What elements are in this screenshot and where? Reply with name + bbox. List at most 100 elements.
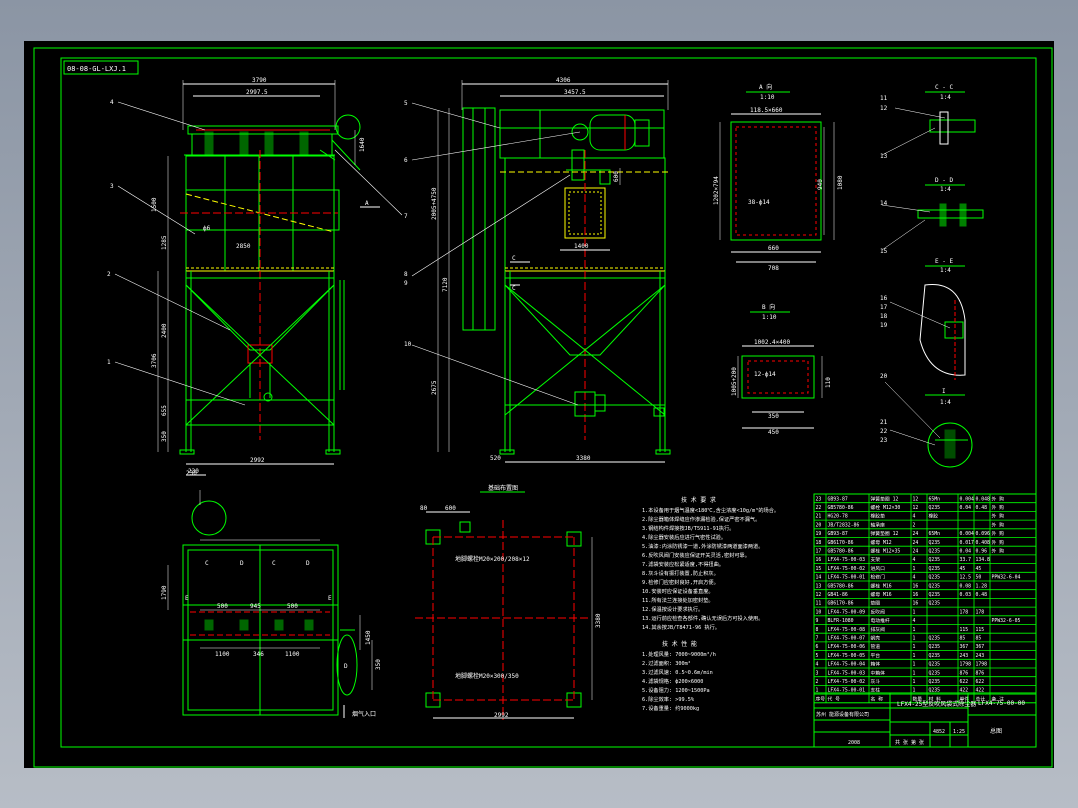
bom-cell: 14 bbox=[816, 575, 822, 581]
bom-cell: 电动推杆 bbox=[871, 617, 890, 624]
side-section-c-top: C bbox=[512, 255, 516, 262]
view-b-dim-top: 1002.4×400 bbox=[754, 339, 791, 346]
bom-cell: HG20-78 bbox=[828, 514, 848, 520]
tech-req-9: 9.检修门应密封良好,开启方便。 bbox=[642, 578, 719, 586]
bom-cell: LFX4-75-00-01 bbox=[828, 688, 866, 694]
tech-req-5: 5.油漆:内涂防锈漆一道,外涂防锈漆两道面漆两道。 bbox=[642, 542, 763, 550]
view-b-holes: 12-ф14 bbox=[754, 371, 776, 378]
callout-20: 20 bbox=[880, 373, 888, 380]
bom-cell: 外 购 bbox=[992, 495, 1005, 502]
tech-req-8: 8.灰斗设有振打装置,防止积灰。 bbox=[642, 569, 719, 577]
plan-dim-500b: 500 bbox=[287, 603, 298, 610]
bom-cell: 16 bbox=[913, 592, 919, 598]
bom-cell: 0.017 bbox=[960, 540, 975, 546]
bom-cell: 灰斗 bbox=[871, 678, 881, 685]
outer-frame bbox=[33, 47, 1053, 768]
bom-cell: Q235 bbox=[929, 575, 941, 581]
tech-req-14: 14.其余按JB/T8471-96 执行。 bbox=[642, 623, 720, 631]
section-labels: C - C 1:4 11 12 13 D - D 1:4 14 15 E - E… bbox=[880, 84, 953, 444]
front-dim-width-total: 3790 bbox=[252, 77, 267, 84]
front-view bbox=[114, 80, 403, 476]
side-callout-10: 10 bbox=[404, 341, 412, 348]
bom-cell: 8 bbox=[816, 627, 819, 633]
bom-cell: LFX4-75-00-02 bbox=[828, 679, 866, 685]
detail-i-scale: 1:4 bbox=[940, 399, 951, 406]
tech-req-title: 技 术 要 求 bbox=[681, 496, 716, 504]
tech-param-title: 技 术 性 能 bbox=[662, 640, 697, 648]
bom-cell: 13 bbox=[816, 583, 822, 589]
bom-cell: 0.48 bbox=[976, 592, 988, 598]
bom-cell: 50 bbox=[976, 575, 982, 581]
foundation-dim-80: 80 bbox=[420, 505, 428, 512]
bom-cell: 橡胶垫 bbox=[871, 513, 886, 520]
bom-cell: 检修门 bbox=[871, 574, 886, 581]
bom-cell: 11 bbox=[816, 601, 822, 607]
bom-cell: 1 bbox=[913, 662, 916, 668]
bom-cell: 4 bbox=[913, 557, 916, 563]
code-tag-box bbox=[63, 60, 139, 75]
bom-header-cell: 单件 bbox=[960, 695, 970, 702]
callout-23: 23 bbox=[880, 437, 888, 444]
bom-cell: 17 bbox=[816, 549, 822, 555]
bom-cell: Q235 bbox=[929, 549, 941, 555]
bom-cell: 平台 bbox=[871, 652, 881, 659]
bom-cell: 0.004 bbox=[960, 496, 975, 502]
bom-cell: PPW32-6-05 bbox=[992, 618, 1021, 624]
bom-header-cell: 序号 bbox=[816, 695, 826, 702]
bom-cell: 螺母 M16 bbox=[871, 591, 892, 598]
bom-cell: 轴承座 bbox=[871, 521, 886, 528]
bom-cell: 螺栓 M16 bbox=[871, 582, 892, 589]
view-b-labels: B 向 1:10 1002.4×400 1005+200 110 350 450… bbox=[731, 303, 832, 436]
view-a-dim-bottom-outer: 708 bbox=[768, 265, 779, 272]
plan-label-d2: D bbox=[306, 560, 310, 567]
front-dim-height-hopper: 2400 bbox=[161, 323, 168, 338]
bom-cell: LFX4-75-00-03 bbox=[828, 557, 866, 563]
bom-cell: 4 bbox=[816, 662, 819, 668]
front-dim-height-small: 655 bbox=[161, 405, 168, 416]
plan-label-d-tag: D bbox=[344, 663, 348, 670]
drawing-title-right: 总图 bbox=[990, 727, 1002, 735]
bom-cell: Q235 bbox=[929, 566, 941, 572]
title-block bbox=[813, 692, 1037, 748]
bom-cell: 4 bbox=[913, 514, 916, 520]
bom-cell: LFX4-75-00-09 bbox=[828, 609, 866, 615]
plan-dim-inner2: 350 bbox=[375, 659, 382, 670]
view-a-dim-bottom-inner: 660 bbox=[768, 245, 779, 252]
bom-cell: 23 bbox=[816, 496, 822, 502]
bom-cell: 115 bbox=[960, 627, 969, 633]
bom-cell: Q235 bbox=[929, 688, 941, 694]
view-b-dim-bottom-inner: 350 bbox=[768, 413, 779, 420]
bom-cell: GB6170-86 bbox=[828, 601, 854, 607]
side-dim-height-lower: 2675 bbox=[431, 380, 438, 395]
front-dim-height-base: 350 bbox=[161, 431, 168, 442]
bom-cell: 24 bbox=[913, 540, 919, 546]
bom-cell: 367 bbox=[960, 644, 969, 650]
bom-cell: 876 bbox=[960, 670, 969, 676]
side-dim-width-total: 4306 bbox=[556, 77, 571, 84]
bom-header-cell: 总计 bbox=[976, 695, 986, 702]
bom-cell: 支柱 bbox=[871, 687, 881, 694]
foundation-height: 3380 bbox=[595, 613, 602, 628]
view-b-title: B 向 bbox=[762, 303, 775, 311]
bom-cell: 弹簧垫圈 12 bbox=[871, 495, 899, 502]
bom-cell: 4 bbox=[913, 575, 916, 581]
front-dim-vert: 1500 bbox=[151, 197, 158, 212]
tech-req-2: 2.除尘器箱体焊缝应作渗漏检验,保证严密不漏气。 bbox=[642, 515, 760, 523]
foundation-plan bbox=[415, 491, 593, 720]
bom-cell: 0.04 bbox=[960, 549, 972, 555]
front-callout-4: 4 bbox=[110, 99, 114, 106]
company-name: 苏州 能源设备有限公司 bbox=[816, 711, 869, 718]
section-dd-title: D - D bbox=[935, 177, 953, 184]
section-ee-scale: 1:4 bbox=[940, 267, 951, 274]
bom-cell: 1798 bbox=[976, 662, 988, 668]
bom-cell: 33.7 bbox=[960, 557, 972, 563]
tech-req-7: 7.滤袋安装应松紧适度,不得扭曲。 bbox=[642, 560, 724, 568]
bom-cell: 12 bbox=[913, 496, 919, 502]
callout-15: 15 bbox=[880, 248, 888, 255]
callout-12: 12 bbox=[880, 105, 888, 112]
side-callout-9: 9 bbox=[404, 280, 408, 287]
tech-req-13: 13.运行前应检查各部件,确认无误后方可投入使用。 bbox=[642, 614, 763, 622]
bom-cell: Q235 bbox=[929, 653, 941, 659]
